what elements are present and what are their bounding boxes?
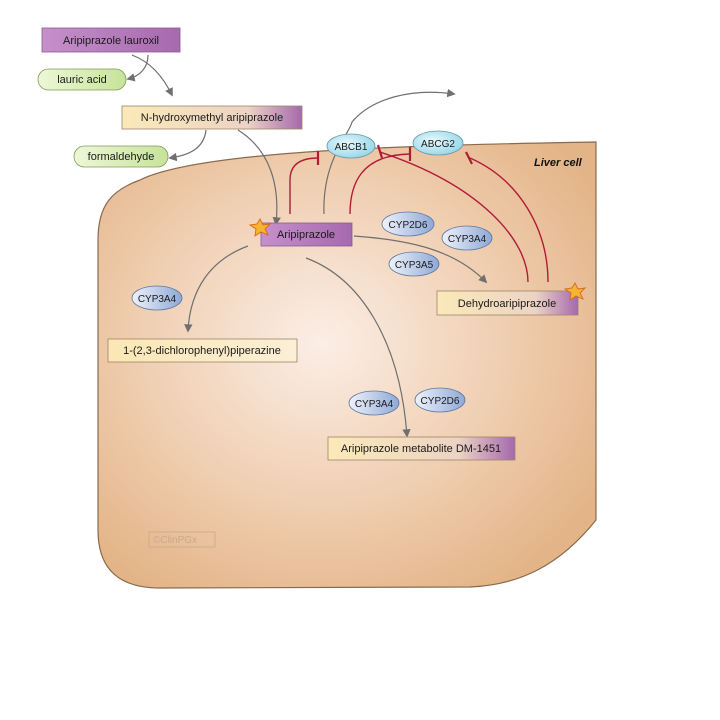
- compound-n-hydroxymethyl-aripiprazole: N-hydroxymethyl aripiprazole: [121, 105, 303, 130]
- transporter-abcg2: ABCG2: [412, 130, 464, 156]
- arrow-aripiprazole-to-dm1451: [305, 257, 411, 438]
- enzyme-label: CYP3A5: [395, 260, 434, 271]
- compound-dcpp: 1-(2,3-dichlorophenyl)piperazine: [107, 338, 298, 363]
- arrow-aripiprazole-to-dehydro: [353, 235, 488, 284]
- compound-label: N-hydroxymethyl aripiprazole: [141, 112, 283, 124]
- compound-lauric-acid: lauric acid: [37, 68, 127, 91]
- watermark-box: [148, 531, 216, 548]
- liver-cell: [97, 141, 597, 589]
- arrow-nhm-to-aripiprazole: [237, 129, 281, 226]
- enzyme-cyp3a4: CYP3A4: [131, 285, 183, 311]
- enzyme-label: CYP3A4: [355, 399, 394, 410]
- compound-label: Aripiprazole: [277, 229, 335, 241]
- compound-dm1451: Aripiprazole metabolite DM-1451: [327, 436, 516, 461]
- inhibition-bar: [376, 144, 384, 159]
- arrow-nhm-to-formaldehyde: [168, 129, 207, 162]
- inhibition-aripiprazole-abcg2: [349, 153, 411, 215]
- star-icon: [563, 282, 587, 301]
- arrow-efflux: [323, 88, 456, 215]
- transporter-label: ABCG2: [421, 139, 455, 150]
- transporter-label: ABCB1: [335, 142, 368, 153]
- enzyme-cyp3a5: CYP3A5: [388, 251, 440, 277]
- star-icon: [248, 218, 272, 237]
- transporter-abcb1: ABCB1: [326, 133, 376, 159]
- compound-aripiprazole-lauroxil: Aripiprazole lauroxil: [41, 27, 181, 53]
- compound-formaldehyde: formaldehyde: [73, 145, 169, 168]
- compound-label: Aripiprazole metabolite DM-1451: [341, 443, 501, 455]
- compound-label: formaldehyde: [88, 151, 155, 163]
- inhibition-bar: [465, 151, 473, 165]
- arrow-aripiprazole-to-dcpp: [184, 245, 249, 333]
- compound-label: Dehydroaripiprazole: [458, 298, 556, 310]
- inhibition-dehydro-abcg2: [469, 157, 549, 283]
- cell-label: Liver cell: [534, 157, 583, 169]
- arrow-lauroxil-to-nhm: [131, 54, 173, 97]
- inhibition-dehydro-abcb1: [379, 151, 529, 283]
- watermark: ©ClinPGx: [153, 535, 197, 546]
- enzyme-label: CYP3A4: [138, 294, 177, 305]
- arrow-lauroxil-to-lauric: [126, 54, 149, 82]
- enzyme-label: CYP2D6: [421, 396, 460, 407]
- enzyme-label: CYP3A4: [448, 234, 487, 245]
- compound-label: Aripiprazole lauroxil: [63, 35, 159, 47]
- compound-aripiprazole: Aripiprazole: [260, 222, 353, 247]
- enzyme-label: CYP2D6: [389, 220, 428, 231]
- enzyme-cyp2d6: CYP2D6: [414, 387, 466, 413]
- compound-label: 1-(2,3-dichlorophenyl)piperazine: [123, 345, 281, 357]
- compound-dehydroaripiprazole: Dehydroaripiprazole: [436, 290, 579, 316]
- enzyme-cyp2d6: CYP2D6: [381, 211, 435, 237]
- enzyme-cyp3a4: CYP3A4: [348, 390, 400, 416]
- inhibition-aripiprazole-abcb1: [289, 157, 319, 214]
- enzyme-cyp3a4: CYP3A4: [441, 225, 493, 251]
- compound-label: lauric acid: [57, 74, 107, 86]
